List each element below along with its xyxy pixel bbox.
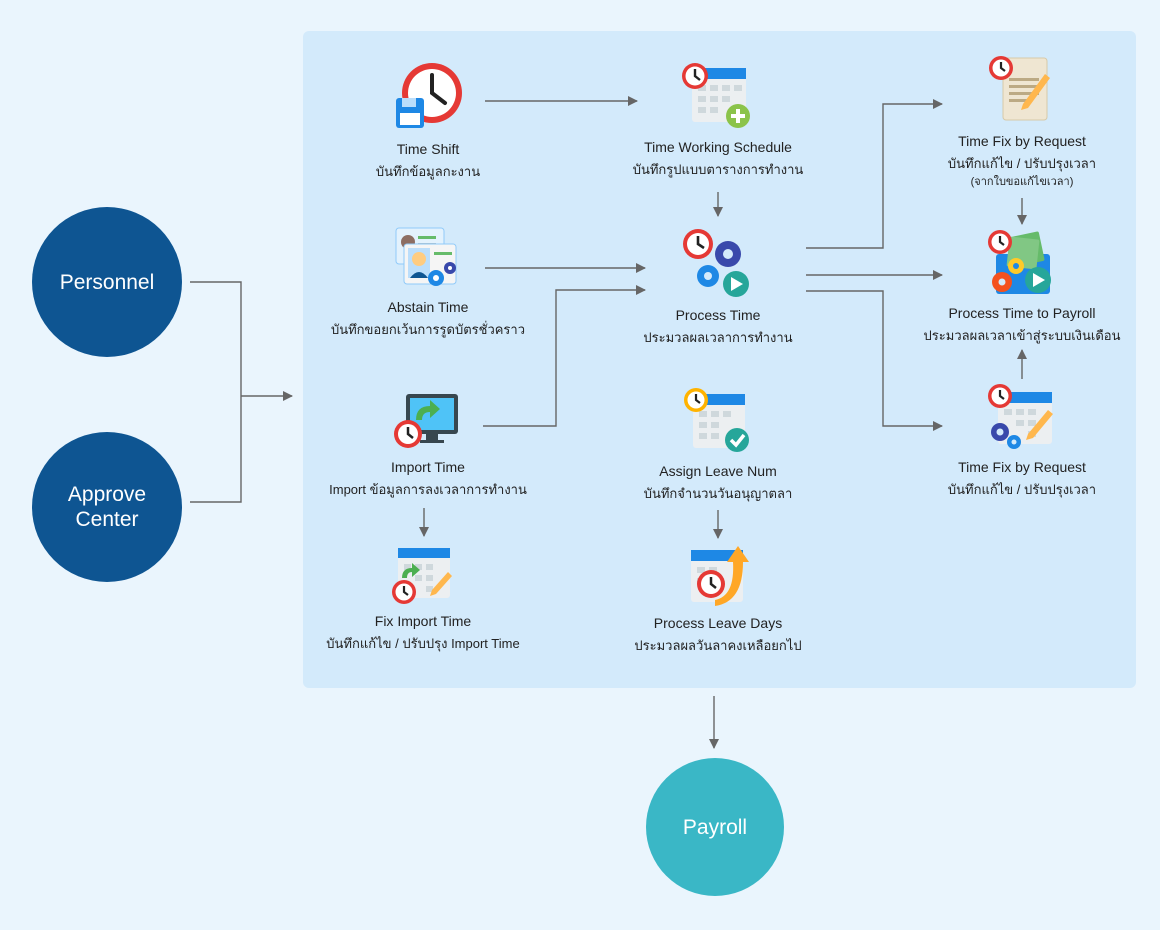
actor-payroll: Payroll: [646, 758, 784, 896]
node-title: Import Time: [391, 459, 465, 475]
node-title: Time Working Schedule: [644, 139, 792, 155]
node-subtitle: ประมวลผลวันลาคงเหลือยกไป: [634, 638, 802, 653]
node-title: Assign Leave Num: [659, 463, 777, 479]
arrow-actors-to-panel: [190, 281, 292, 503]
clock-gears-play-icon: [683, 229, 749, 297]
node-assign-leave-num: Assign Leave Num บันทึกจำนวนวันอนุญาตลา: [598, 386, 838, 504]
arrow-import-to-process: [483, 285, 646, 427]
node-title: Fix Import Time: [374, 613, 472, 629]
node-time-fix-request-top: Time Fix by Request บันทึกแก้ไข / ปรับปร…: [902, 54, 1142, 189]
node-subtitle: บันทึกแก้ไข / ปรับปรุงเวลา: [947, 482, 1097, 497]
node-subtitle: ประมวลผลเวลาเข้าสู่ระบบเงินเดือน: [923, 328, 1121, 343]
calendar-add-icon: [682, 63, 750, 128]
node-title: Process Leave Days: [653, 615, 783, 631]
node-subtitle: บันทึกแก้ไข / ปรับปรุง Import Time: [326, 636, 520, 651]
monitor-import-icon: [394, 394, 458, 448]
node-import-time: Import Time Import ข้อมูลการลงเวลาการทำง…: [308, 392, 548, 500]
actor-approve-center: Approve Center: [32, 432, 182, 582]
node-title: Time Shift: [396, 141, 460, 157]
calendar-gears-edit-icon: [988, 384, 1053, 449]
arrow-process-to-fix-bottom: [806, 290, 943, 431]
actor-payroll-label: Payroll: [682, 815, 748, 839]
node-title: Process Time to Payroll: [948, 305, 1096, 321]
actor-personnel-label: Personnel: [59, 270, 155, 294]
node-subtitle: บันทึกขอยกเว้นการรูดบัตรชั่วคราว: [330, 322, 526, 337]
node-title: Abstain Time: [387, 299, 469, 315]
node-process-leave-days: Process Leave Days ประมวลผลวันลาคงเหลือย…: [598, 540, 838, 656]
node-process-time: Process Time ประมวลผลเวลาการทำงาน: [598, 228, 838, 348]
node-title: Time Fix by Request: [958, 459, 1086, 475]
document-edit-icon: [989, 56, 1050, 121]
node-time-working-schedule: Time Working Schedule บันทึกรูปแบบตารางก…: [598, 60, 838, 180]
actor-personnel: Personnel: [32, 207, 182, 357]
node-note: (จากใบขอแก้ไขเวลา): [970, 176, 1074, 188]
node-fix-import-time: Fix Import Time บันทึกแก้ไข / ปรับปรุง I…: [303, 544, 543, 654]
node-subtitle: Import ข้อมูลการลงเวลาการทำงาน: [329, 482, 527, 497]
node-subtitle: บันทึกรูปแบบตารางการทำงาน: [632, 162, 804, 177]
id-cards-gear-icon: [395, 227, 457, 286]
actor-approve-center-label: Approve Center: [67, 483, 147, 531]
arrow-process-to-fix-top: [806, 99, 943, 249]
calendar-edit-import-icon: [392, 548, 452, 604]
money-gears-play-icon: [988, 230, 1051, 294]
node-time-fix-request-bottom: Time Fix by Request บันทึกแก้ไข / ปรับปร…: [902, 382, 1142, 500]
calendar-check-icon: [684, 388, 749, 452]
node-title: Process Time: [675, 307, 761, 323]
node-title: Time Fix by Request: [958, 133, 1086, 149]
node-subtitle: บันทึกแก้ไข / ปรับปรุงเวลา: [947, 156, 1097, 171]
clock-save-icon: [396, 63, 462, 128]
node-time-shift: Time Shift บันทึกข้อมูลกะงาน: [308, 58, 548, 182]
node-abstain-time: Abstain Time บันทึกขอยกเว้นการรูดบัตรชั่…: [308, 226, 548, 340]
node-subtitle: บันทึกข้อมูลกะงาน: [375, 164, 481, 179]
node-subtitle: ประมวลผลเวลาการทำงาน: [643, 330, 793, 345]
node-process-time-to-payroll: Process Time to Payroll ประมวลผลเวลาเข้า…: [902, 228, 1142, 346]
node-subtitle: บันทึกจำนวนวันอนุญาตลา: [643, 486, 793, 501]
calendar-carry-icon: [691, 546, 749, 606]
